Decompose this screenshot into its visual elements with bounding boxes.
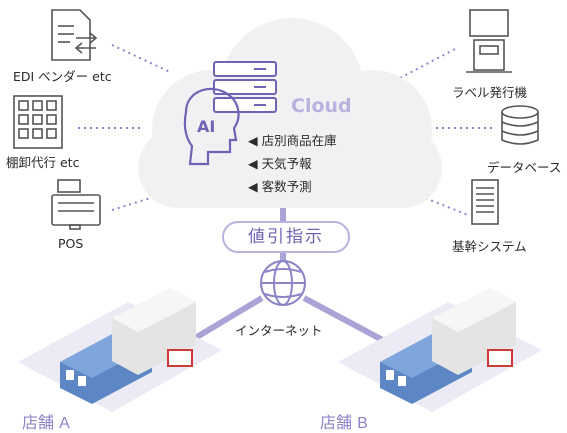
cloud-item-weather: ◀ 天気予報 — [248, 156, 312, 171]
dotted-connectors — [78, 44, 496, 216]
server-icon — [471, 179, 499, 225]
store-b-id: B — [357, 415, 368, 432]
cloud-item-inventory: ◀ 店別商品在庫 — [248, 133, 337, 148]
building-icon — [13, 95, 63, 149]
store-a-label: 店舗 A — [22, 409, 70, 433]
label-inventory-agency: 棚卸代行 etc — [6, 155, 80, 170]
label-label-printer: ラベル発行機 — [452, 85, 528, 100]
label-internet: インターネット — [235, 323, 323, 338]
cloud-title: Cloud — [291, 95, 352, 117]
ai-label: AI — [197, 117, 215, 136]
cash-register-icon — [51, 179, 101, 230]
label-core-system: 基幹システム — [452, 239, 527, 254]
cloud-item-customer-forecast: ◀ 客数予測 — [248, 179, 312, 194]
label-printer-icon — [466, 9, 512, 73]
store-a-illustration — [18, 288, 222, 412]
store-b-illustration — [338, 288, 542, 412]
database-icon — [501, 105, 539, 145]
store-a-id: A — [59, 415, 70, 432]
store-b-name: 店舗 — [320, 413, 353, 432]
discount-instruction-badge: 値引指示 — [222, 221, 350, 253]
label-pos: POS — [58, 236, 84, 251]
document-exchange-icon — [51, 9, 98, 61]
store-b-label: 店舗 B — [320, 409, 368, 433]
label-edi-vendor: EDI ベンダー etc — [13, 69, 112, 84]
ai-head-icon — [183, 87, 240, 166]
globe-icon — [260, 260, 306, 306]
server-stack-icon — [213, 61, 277, 113]
store-a-name: 店舗 — [22, 413, 55, 432]
label-database: データベース — [487, 160, 562, 175]
